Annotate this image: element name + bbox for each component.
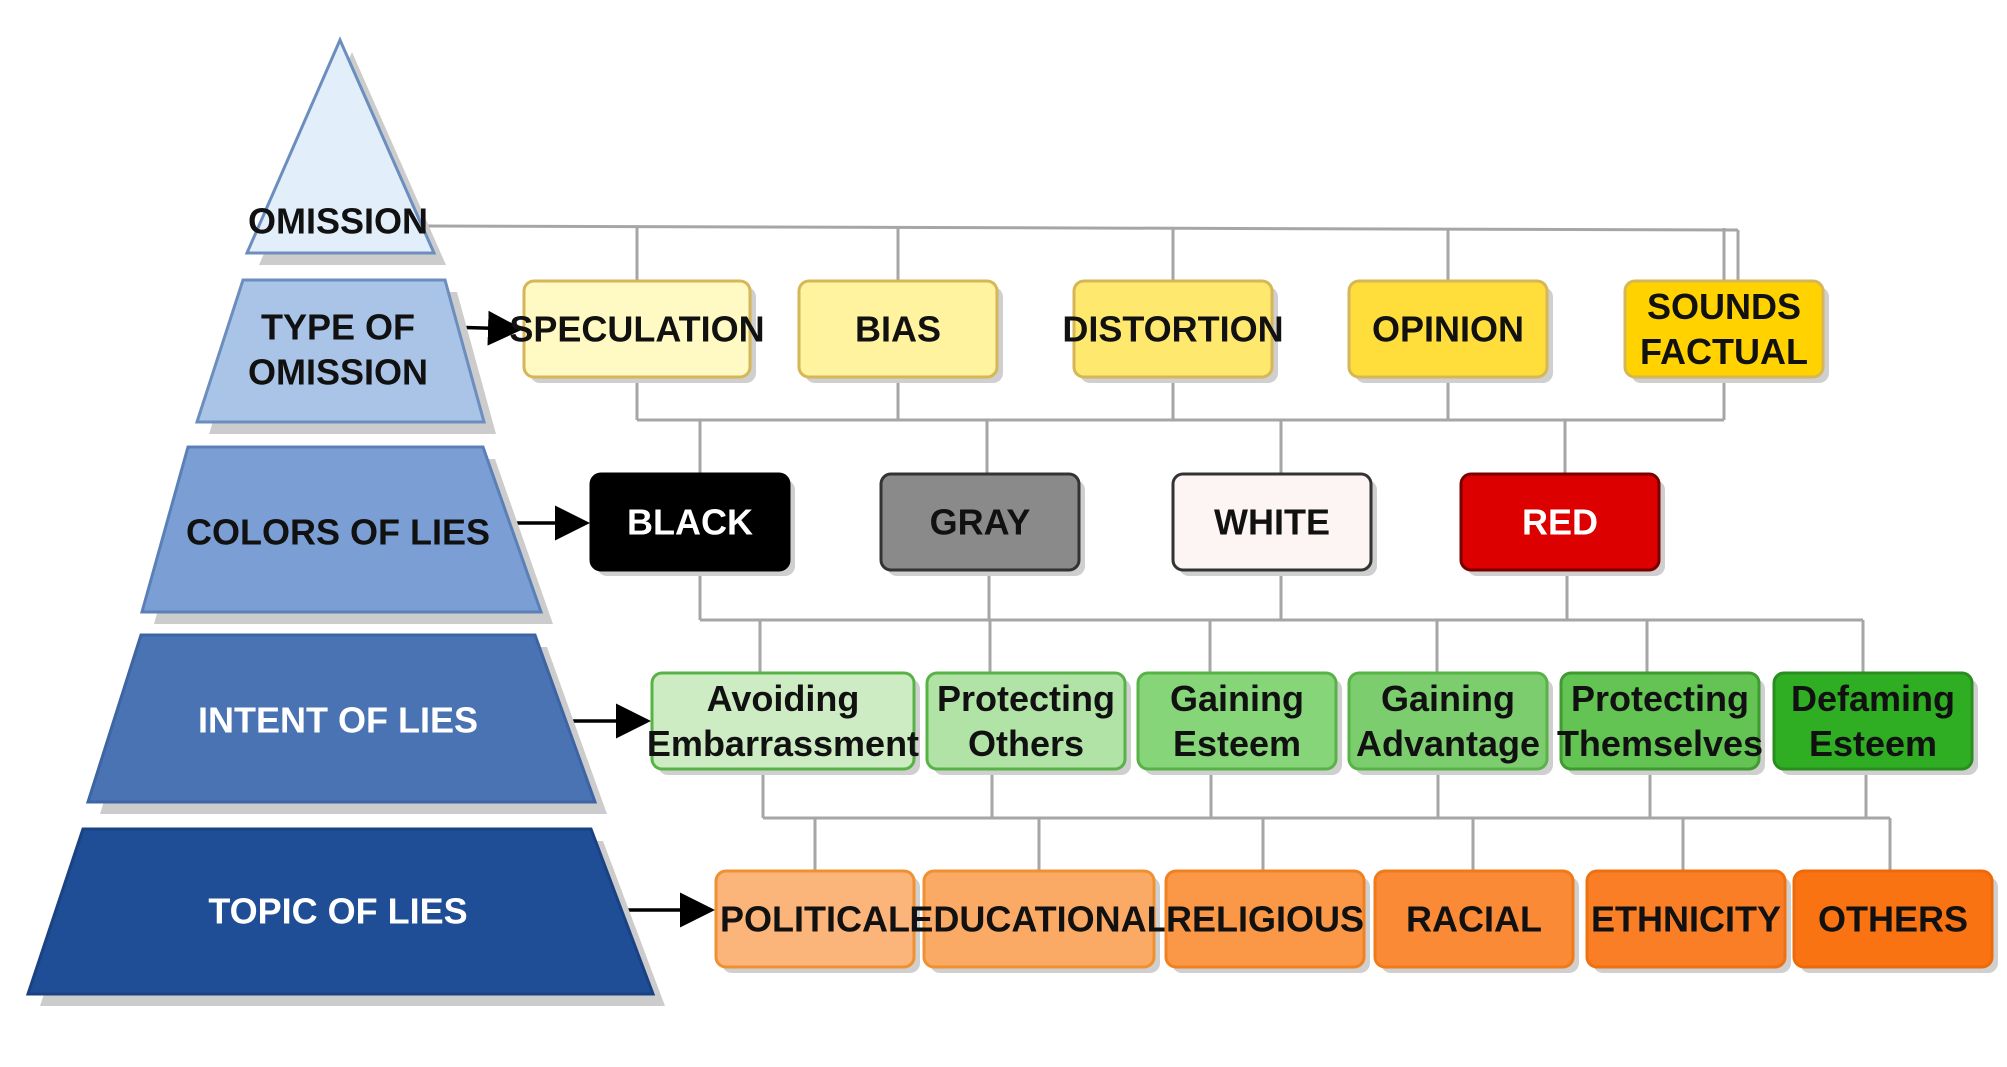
box-shape <box>1347 279 1549 379</box>
tier-topic-of-lies-shape <box>25 827 656 996</box>
box-shape <box>1772 671 1974 771</box>
box-label: BIAS <box>855 309 941 350</box>
box-shape <box>879 472 1081 572</box>
colors-box-red: RED <box>1459 472 1665 576</box>
colors-box-black: BLACK <box>589 472 795 576</box>
connector-lines <box>424 224 1892 871</box>
box-label: EDUCATIONAL <box>909 899 1168 940</box>
tier-intent-of-lies: INTENT OF LIES <box>85 633 607 814</box>
box-label: Avoiding <box>707 678 860 719</box>
topics-box-others: OTHERS <box>1792 869 1998 973</box>
tier-colors-of-lies-shape <box>140 445 544 614</box>
box-shape <box>1164 869 1366 969</box>
box-shape <box>1072 279 1274 379</box>
box-shape <box>797 279 999 379</box>
tier-intent-of-lies-label: INTENT OF LIES <box>198 700 478 741</box>
topics-box-political: POLITICAL <box>714 869 920 973</box>
box-label: Embarrassment <box>647 723 919 764</box>
box-shape <box>1347 671 1549 771</box>
box-shape <box>714 869 916 969</box>
tier-intent-of-lies-shape <box>85 633 598 804</box>
types-box-bias: BIAS <box>797 279 1003 383</box>
box-shape <box>1136 671 1338 771</box>
box-label: DISTORTION <box>1062 309 1283 350</box>
tier-omission-label: OMISSION <box>248 201 428 242</box>
box-label: Defaming <box>1791 678 1955 719</box>
box-label: RELIGIOUS <box>1166 899 1364 940</box>
box-shape <box>922 869 1156 969</box>
box-label: RED <box>1522 502 1598 543</box>
box-shape <box>1559 671 1761 771</box>
box-label: Protecting <box>1571 678 1749 719</box>
box-label: Esteem <box>1173 723 1301 764</box>
box-label: RACIAL <box>1406 899 1542 940</box>
pyramid: OMISSION TYPE OF OMISSION COLORS OF LIES… <box>25 36 665 1006</box>
box-label: SOUNDS <box>1647 286 1801 327</box>
tier-type-of-omission-label-line2: OMISSION <box>248 352 428 393</box>
box-label: FACTUAL <box>1640 331 1808 372</box>
tier-type-of-omission-shape <box>194 278 486 424</box>
box-shape <box>650 671 916 771</box>
box-label: Gaining <box>1170 678 1304 719</box>
box-label: POLITICAL <box>720 899 910 940</box>
box-label: Esteem <box>1809 723 1937 764</box>
colors-box-gray: GRAY <box>879 472 1085 576</box>
box-shape <box>925 671 1127 771</box>
box-label: GRAY <box>930 502 1031 543</box>
topics-box-racial: RACIAL <box>1373 869 1579 973</box>
box-shape <box>589 472 791 572</box>
types-box-speculation: SPECULATION <box>509 279 765 383</box>
tier-type-of-omission-label-line1: TYPE OF <box>261 307 415 348</box>
box-shape <box>1373 869 1575 969</box>
box-shape <box>522 279 752 379</box>
tier-topic-of-lies: TOPIC OF LIES <box>25 827 665 1006</box>
box-shape <box>1585 869 1787 969</box>
box-shape <box>1459 472 1661 572</box>
topics-box-educational: EDUCATIONAL <box>909 869 1169 973</box>
connector-line <box>424 224 1739 232</box>
colors-box-white: WHITE <box>1171 472 1377 576</box>
category-boxes: SPECULATION BIAS DISTORTION OPINION SOUNDSFA… <box>509 279 1998 973</box>
box-shape <box>1623 279 1825 379</box>
box-shape <box>1171 472 1373 572</box>
tier-type-of-omission: TYPE OF OMISSION <box>194 278 496 434</box>
box-label: OPINION <box>1372 309 1524 350</box>
tier-omission-shape <box>244 36 437 255</box>
types-box-distortion: DISTORTION <box>1062 279 1284 383</box>
tier-colors-of-lies: COLORS OF LIES <box>140 445 553 624</box>
box-label: SPECULATION <box>509 309 764 350</box>
box-label: OTHERS <box>1818 899 1968 940</box>
box-label: Gaining <box>1381 678 1515 719</box>
box-label: WHITE <box>1214 502 1330 543</box>
box-label: Protecting <box>937 678 1115 719</box>
box-label: Advantage <box>1356 723 1540 764</box>
box-shape <box>1792 869 1994 969</box>
types-box-opinion: OPINION <box>1347 279 1553 383</box>
tier-topic-of-lies-label: TOPIC OF LIES <box>208 891 467 932</box>
box-label: BLACK <box>627 502 753 543</box>
box-label: Others <box>968 723 1084 764</box>
box-label: Themselves <box>1557 723 1763 764</box>
tier-omission: OMISSION <box>244 36 446 265</box>
tier-colors-of-lies-label: COLORS OF LIES <box>186 512 490 553</box>
box-label: ETHNICITY <box>1591 899 1781 940</box>
topics-box-religious: RELIGIOUS <box>1164 869 1370 973</box>
topics-box-ethnicity: ETHNICITY <box>1585 869 1791 973</box>
